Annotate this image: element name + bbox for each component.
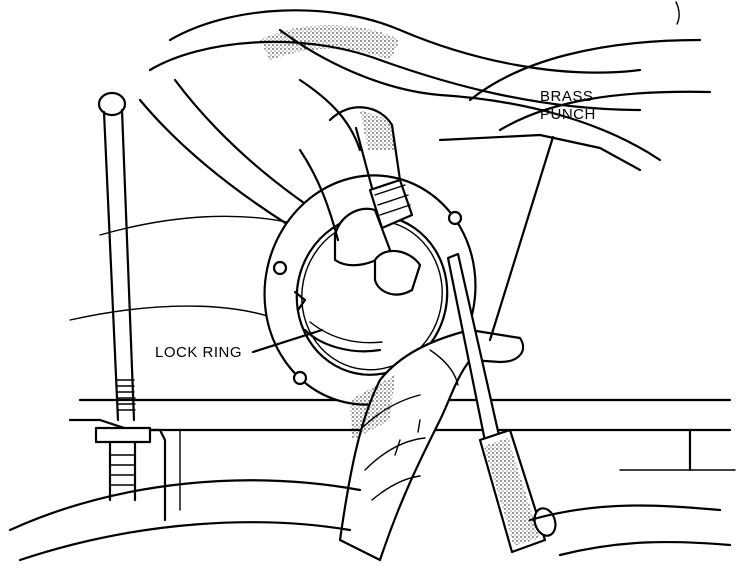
brass-punch-label-line2: PUNCH (540, 106, 596, 123)
bottom-hoses (8, 479, 732, 562)
pump-fittings (298, 106, 422, 296)
lock-ring-label: LOCK RING (155, 344, 243, 361)
sender-rod (94, 91, 167, 522)
brass-punch (446, 252, 557, 554)
leader-lines (251, 135, 555, 354)
brass-punch-label-line1: BRASS (540, 88, 594, 105)
gloved-hand (338, 328, 525, 562)
brass-punch-label: BRASS PUNCH (540, 88, 596, 124)
